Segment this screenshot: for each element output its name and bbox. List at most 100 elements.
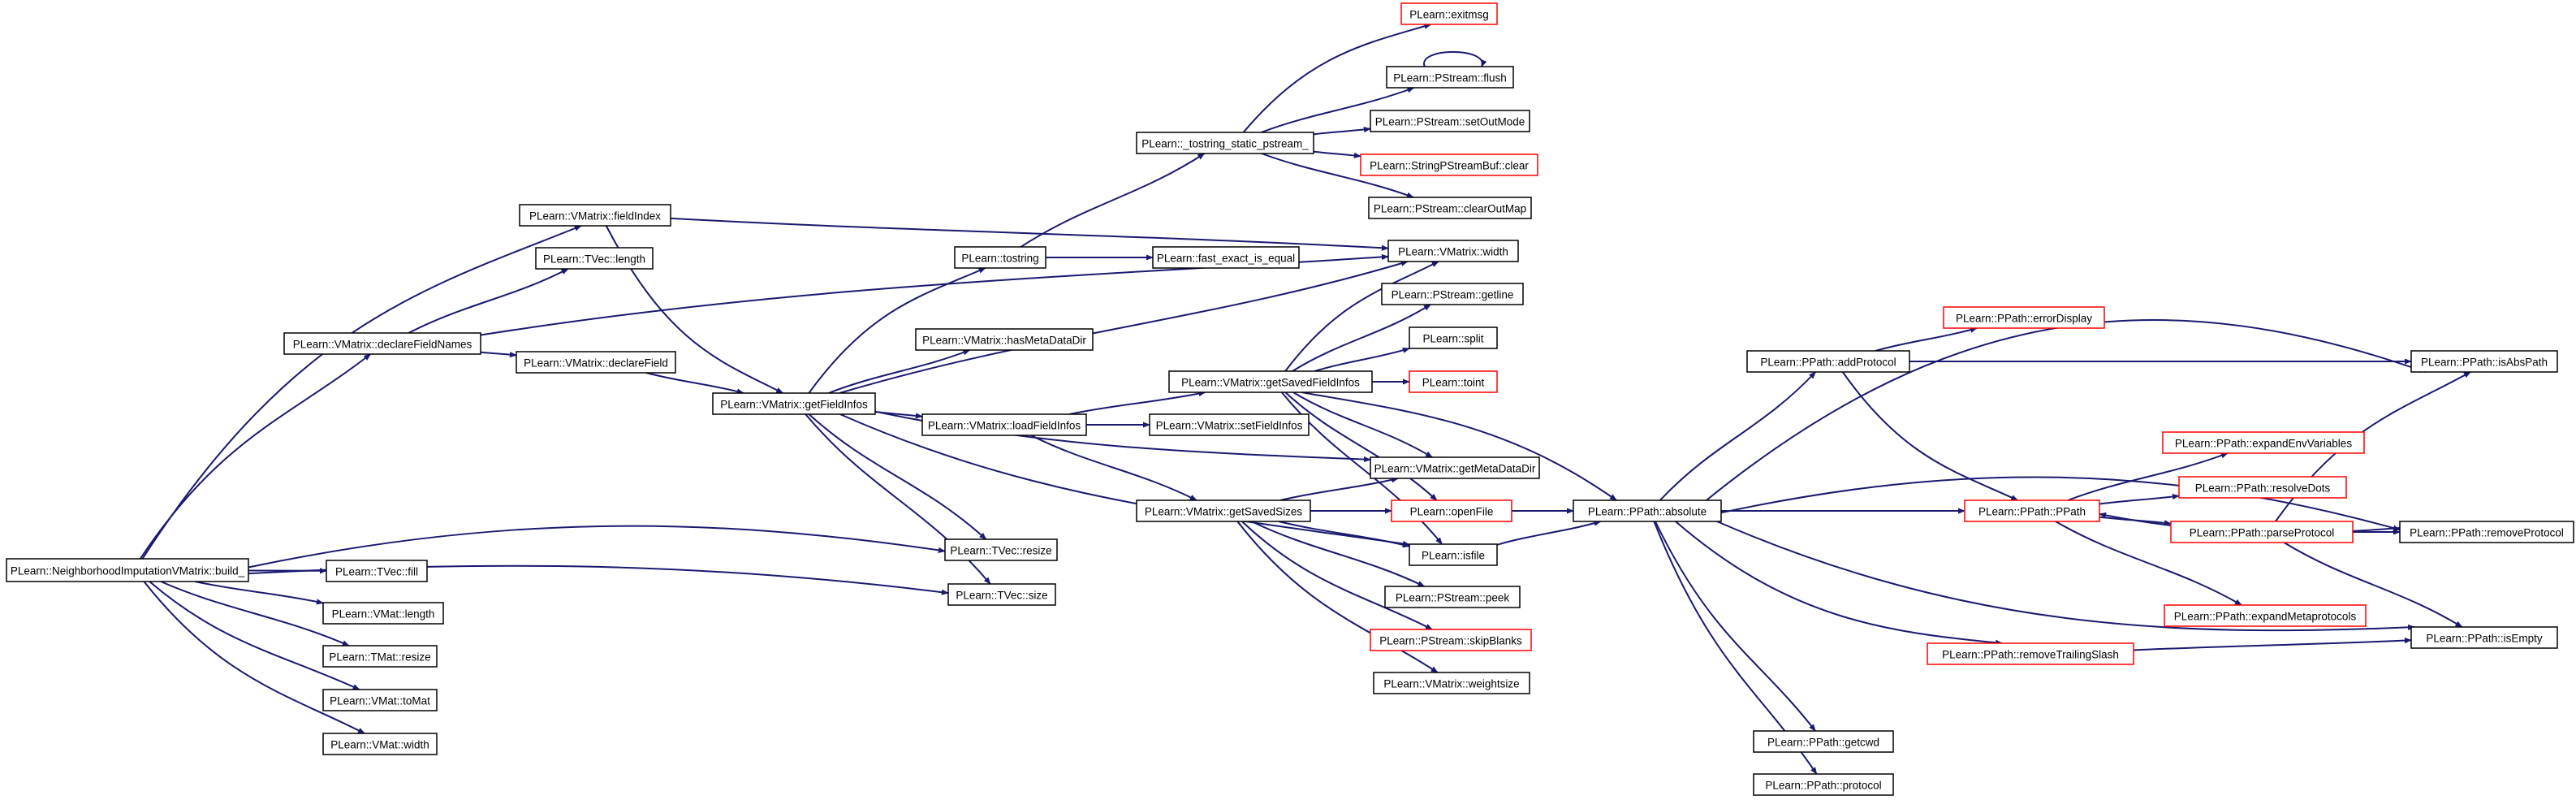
- node-box-protocol[interactable]: [1753, 773, 1894, 796]
- node-setOutMode[interactable]: PLearn::PStream::setOutMode: [1370, 110, 1530, 132]
- node-box-getSavedFieldInfos[interactable]: [1168, 370, 1373, 393]
- node-width[interactable]: PLearn::VMatrix::width: [1387, 240, 1519, 262]
- node-box-tvecfill[interactable]: [326, 560, 428, 582]
- node-getSavedSizes[interactable]: PLearn::VMatrix::getSavedSizes: [1136, 499, 1311, 522]
- node-hasMetaDataDir[interactable]: PLearn::VMatrix::hasMetaDataDir: [915, 328, 1094, 351]
- node-isAbsPath[interactable]: PLearn::PPath::isAbsPath: [2410, 350, 2558, 373]
- node-tvecfill[interactable]: PLearn::TVec::fill: [326, 560, 428, 582]
- node-skipBlanks[interactable]: PLearn::PStream::skipBlanks: [1370, 629, 1532, 651]
- node-box-expandMetaprotocols[interactable]: [2164, 604, 2367, 627]
- node-box-width[interactable]: [1387, 240, 1519, 262]
- node-clearOutMap[interactable]: PLearn::PStream::clearOutMap: [1368, 197, 1532, 219]
- node-exitmsg[interactable]: PLearn::exitmsg: [1400, 2, 1498, 25]
- node-box-expandEnvVariables[interactable]: [2162, 431, 2365, 454]
- node-declareFieldNames[interactable]: PLearn::VMatrix::declareFieldNames: [283, 332, 481, 355]
- node-tmatresize[interactable]: PLearn::TMat::resize: [322, 645, 438, 668]
- node-removeTrailingSlash[interactable]: PLearn::PPath::removeTrailingSlash: [1927, 642, 2134, 665]
- node-box-hasMetaDataDir[interactable]: [915, 328, 1094, 351]
- node-errorDisplay[interactable]: PLearn::PPath::errorDisplay: [1943, 306, 2105, 329]
- node-box-addProtocol[interactable]: [1746, 350, 1910, 373]
- node-box-parseProtocol[interactable]: [2170, 521, 2354, 543]
- node-box-declareField[interactable]: [516, 351, 676, 374]
- node-box-root[interactable]: [6, 558, 249, 582]
- node-getline[interactable]: PLearn::PStream::getline: [1381, 283, 1524, 305]
- node-setFieldInfos[interactable]: PLearn::VMatrix::setFieldInfos: [1149, 413, 1310, 436]
- node-getSavedFieldInfos[interactable]: PLearn::VMatrix::getSavedFieldInfos: [1168, 370, 1373, 393]
- node-expandEnvVariables[interactable]: PLearn::PPath::expandEnvVariables: [2162, 431, 2365, 454]
- node-box-isEmpty[interactable]: [2410, 626, 2558, 649]
- node-removeProtocol[interactable]: PLearn::PPath::removeProtocol: [2399, 521, 2574, 543]
- node-fastexact[interactable]: PLearn::fast_exact_is_equal: [1152, 246, 1300, 269]
- node-box-errorDisplay[interactable]: [1943, 306, 2105, 329]
- node-root[interactable]: PLearn::NeighborhoodImputationVMatrix::b…: [6, 558, 249, 582]
- node-box-tostring[interactable]: [954, 246, 1046, 269]
- node-declareField[interactable]: PLearn::VMatrix::declareField: [516, 351, 676, 374]
- node-vmatwidth[interactable]: PLearn::VMat::width: [322, 733, 438, 755]
- node-box-clearOutMap[interactable]: [1368, 197, 1532, 219]
- node-box-weightsize[interactable]: [1373, 672, 1530, 694]
- node-box-tvecresize[interactable]: [944, 538, 1058, 561]
- node-getMetaDataDir[interactable]: PLearn::VMatrix::getMetaDataDir: [1370, 456, 1540, 479]
- node-box-tveclength[interactable]: [535, 247, 654, 270]
- node-box-vmatwidth[interactable]: [322, 733, 438, 755]
- node-box-setOutMode[interactable]: [1370, 110, 1530, 132]
- node-expandMetaprotocols[interactable]: PLearn::PPath::expandMetaprotocols: [2164, 604, 2367, 627]
- node-isEmpty[interactable]: PLearn::PPath::isEmpty: [2410, 626, 2558, 649]
- node-box-removeProtocol[interactable]: [2399, 521, 2574, 543]
- node-tveclength[interactable]: PLearn::TVec::length: [535, 247, 654, 270]
- node-ppath[interactable]: PLearn::PPath::PPath: [1964, 499, 2100, 522]
- node-box-vmattomat[interactable]: [322, 689, 438, 711]
- node-box-exitmsg[interactable]: [1400, 2, 1498, 25]
- node-fieldIndex[interactable]: PLearn::VMatrix::fieldIndex: [519, 204, 671, 227]
- node-box-setFieldInfos[interactable]: [1149, 413, 1310, 436]
- node-box-peek[interactable]: [1384, 586, 1521, 608]
- node-box-getMetaDataDir[interactable]: [1370, 456, 1540, 479]
- node-box-removeTrailingSlash[interactable]: [1927, 642, 2134, 665]
- node-box-spsbclear[interactable]: [1360, 154, 1538, 176]
- node-box-isAbsPath[interactable]: [2410, 350, 2558, 373]
- node-box-split[interactable]: [1409, 326, 1498, 349]
- node-tvecresize[interactable]: PLearn::TVec::resize: [944, 538, 1058, 561]
- node-getFieldInfos[interactable]: PLearn::VMatrix::getFieldInfos: [712, 392, 876, 415]
- node-box-vmatlength[interactable]: [322, 602, 444, 625]
- node-box-resolveDots[interactable]: [2178, 476, 2347, 499]
- node-protocol[interactable]: PLearn::PPath::protocol: [1753, 773, 1894, 796]
- node-box-fieldIndex[interactable]: [519, 204, 671, 227]
- node-peek[interactable]: PLearn::PStream::peek: [1384, 586, 1521, 608]
- node-split[interactable]: PLearn::split: [1409, 326, 1498, 349]
- node-box-toint[interactable]: [1409, 370, 1498, 393]
- node-box-absolute[interactable]: [1573, 499, 1722, 522]
- node-tvecsize[interactable]: PLearn::TVec::size: [947, 583, 1056, 606]
- node-tostring_static[interactable]: PLearn::_tostring_static_pstream_: [1136, 132, 1314, 154]
- node-box-tmatresize[interactable]: [322, 645, 438, 668]
- node-box-fastexact[interactable]: [1152, 246, 1300, 269]
- node-spsbclear[interactable]: PLearn::StringPStreamBuf::clear: [1360, 154, 1538, 176]
- node-toint[interactable]: PLearn::toint: [1409, 370, 1498, 393]
- node-addProtocol[interactable]: PLearn::PPath::addProtocol: [1746, 350, 1910, 373]
- node-box-getline[interactable]: [1381, 283, 1524, 305]
- node-vmatlength[interactable]: PLearn::VMat::length: [322, 602, 444, 625]
- node-box-ppath[interactable]: [1964, 499, 2100, 522]
- node-box-openFile[interactable]: [1391, 499, 1512, 522]
- node-box-flush[interactable]: [1386, 66, 1514, 89]
- node-box-getSavedSizes[interactable]: [1136, 499, 1311, 522]
- node-vmattomat[interactable]: PLearn::VMat::toMat: [322, 689, 438, 711]
- node-box-loadFieldInfos[interactable]: [921, 413, 1087, 436]
- node-isfile[interactable]: PLearn::isfile: [1409, 543, 1498, 566]
- node-box-getcwd[interactable]: [1753, 730, 1894, 753]
- node-tostring[interactable]: PLearn::tostring: [954, 246, 1046, 269]
- node-box-tostring_static[interactable]: [1136, 132, 1314, 154]
- node-resolveDots[interactable]: PLearn::PPath::resolveDots: [2178, 476, 2347, 499]
- node-flush[interactable]: PLearn::PStream::flush: [1386, 66, 1514, 89]
- node-openFile[interactable]: PLearn::openFile: [1391, 499, 1512, 522]
- node-box-tvecsize[interactable]: [947, 583, 1056, 606]
- node-weightsize[interactable]: PLearn::VMatrix::weightsize: [1373, 672, 1530, 694]
- node-box-getFieldInfos[interactable]: [712, 392, 876, 415]
- node-box-declareFieldNames[interactable]: [283, 332, 481, 355]
- node-loadFieldInfos[interactable]: PLearn::VMatrix::loadFieldInfos: [921, 413, 1087, 436]
- node-absolute[interactable]: PLearn::PPath::absolute: [1573, 499, 1722, 522]
- node-box-skipBlanks[interactable]: [1370, 629, 1532, 651]
- node-parseProtocol[interactable]: PLearn::PPath::parseProtocol: [2170, 521, 2354, 543]
- node-box-isfile[interactable]: [1409, 543, 1498, 566]
- node-getcwd[interactable]: PLearn::PPath::getcwd: [1753, 730, 1894, 753]
